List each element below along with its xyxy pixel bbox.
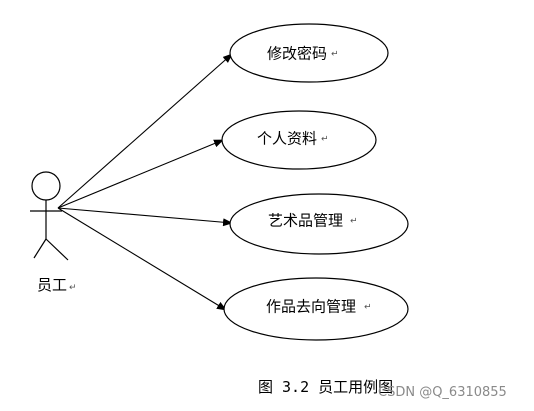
use-case-label-mark: ↵: [350, 217, 358, 227]
actor-head: [31, 171, 61, 201]
association-artwork-destination-management: [57, 207, 227, 311]
actor-right-leg: [45, 238, 69, 261]
association-artwork-management: [57, 207, 233, 227]
figure-caption: 图 3.2 员工用例图: [258, 378, 394, 396]
use-case-ellipse: [229, 193, 409, 255]
use-case-label: 修改密码: [267, 45, 327, 63]
use-case-label: 个人资料: [257, 130, 317, 148]
actor: 员工 ↵: [30, 171, 77, 294]
use-case-label-mark: ↵: [331, 50, 339, 60]
use-case-label: 作品去向管理: [266, 298, 356, 316]
use-case-ellipse: [223, 277, 409, 341]
use-case-artwork-management: 艺术品管理 ↵: [229, 193, 409, 255]
use-case-label-mark: ↵: [321, 135, 329, 145]
association-change-password: [57, 53, 233, 209]
actor-left-leg: [33, 238, 47, 259]
actor-label: 员工: [37, 276, 67, 294]
use-case-ellipse: [221, 110, 377, 170]
association-personal-profile: [57, 139, 224, 209]
actor-label-mark: ↵: [69, 283, 77, 293]
use-case-artwork-destination-management: 作品去向管理 ↵: [223, 277, 409, 341]
use-case-personal-profile: 个人资料 ↵: [221, 110, 377, 170]
watermark: CSDN @Q_6310855: [378, 385, 507, 400]
use-case-label: 艺术品管理: [268, 212, 343, 230]
use-case-ellipse: [229, 23, 389, 83]
associations: [57, 53, 233, 311]
use-case-change-password: 修改密码 ↵: [229, 23, 389, 83]
use-case-label-mark: ↵: [364, 303, 372, 313]
